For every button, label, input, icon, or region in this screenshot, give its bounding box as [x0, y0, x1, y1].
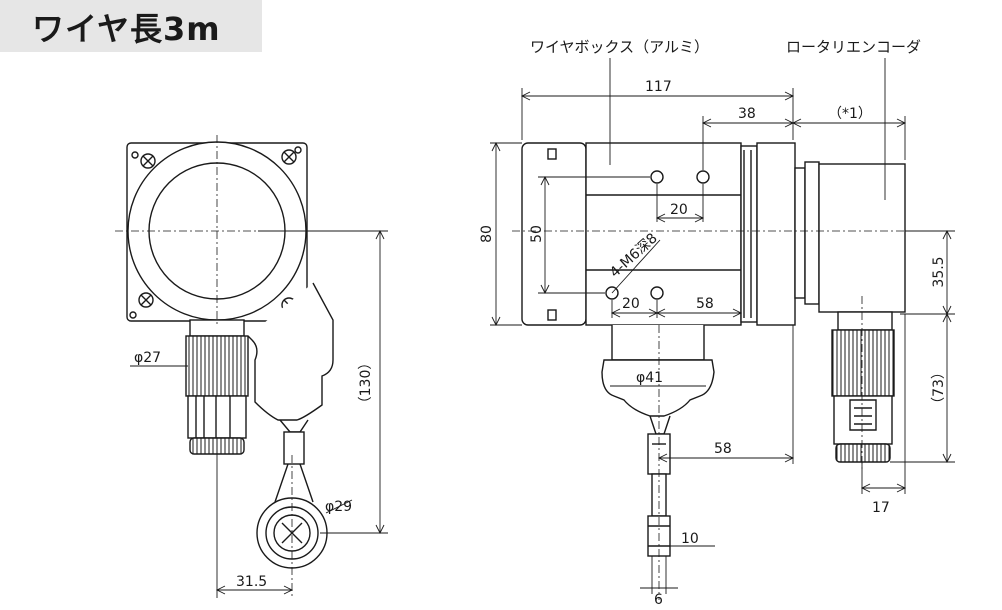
dim-17: 17 — [872, 500, 890, 516]
front-connector-body — [187, 395, 247, 439]
side-hole-2 — [696, 170, 710, 184]
side-encoder-body — [818, 163, 906, 313]
dim-6: 6 — [654, 592, 663, 608]
front-wire-outlet — [247, 282, 334, 421]
side-flange-2 — [756, 142, 796, 326]
dim-note1: （*1） — [828, 106, 872, 122]
side-box-tab-top — [547, 148, 557, 160]
side-hole-1 — [650, 170, 664, 184]
dim-phi41: φ41 — [636, 370, 663, 386]
dim-10: 10 — [681, 531, 699, 547]
side-dimensions — [490, 58, 955, 594]
dim-20-bottom: 20 — [622, 296, 640, 312]
dim-38: 38 — [738, 106, 756, 122]
dim-phi27: φ27 — [134, 350, 161, 366]
side-encoder-conn-top — [837, 311, 893, 331]
side-hole-4 — [650, 286, 664, 300]
label-rotary-encoder: ロータリエンコーダ — [786, 38, 921, 56]
dim-20-top: 20 — [670, 202, 688, 218]
dim-50: 50 — [529, 225, 545, 243]
title-bar: ワイヤ長3m — [0, 0, 262, 52]
dim-phi29: φ29 — [325, 499, 352, 515]
side-outlet-bracket — [601, 359, 715, 417]
side-encoder-collar — [804, 161, 820, 305]
dim-31-5: 31.5 — [236, 574, 267, 590]
label-wire-box: ワイヤボックス（アルミ） — [530, 38, 709, 56]
side-view — [521, 142, 906, 557]
side-centerlines — [512, 230, 925, 600]
side-hole-3 — [605, 286, 619, 300]
dim-35-5: 35.5 — [931, 256, 947, 287]
dim-58-mid: 58 — [714, 441, 732, 457]
front-connector-knurl — [185, 335, 249, 397]
side-encoder-conn-knurl — [831, 329, 895, 397]
side-outlet-neck — [611, 325, 705, 361]
side-box-body — [585, 142, 742, 326]
side-encoder-ring — [794, 167, 806, 299]
side-encoder-conn-cap — [835, 443, 891, 463]
front-centerlines — [115, 135, 318, 598]
side-box-tab-bottom — [547, 309, 557, 321]
dim-58-top: 58 — [696, 296, 714, 312]
dim-130: （130） — [358, 356, 374, 411]
page-title: ワイヤ長3m — [32, 10, 221, 48]
dim-73: （73） — [931, 365, 947, 411]
front-dimensions — [130, 229, 388, 598]
dim-80: 80 — [479, 225, 495, 243]
dim-117: 117 — [645, 79, 672, 95]
side-encoder-conn-body — [833, 395, 893, 445]
front-wire-clamp — [283, 431, 305, 465]
